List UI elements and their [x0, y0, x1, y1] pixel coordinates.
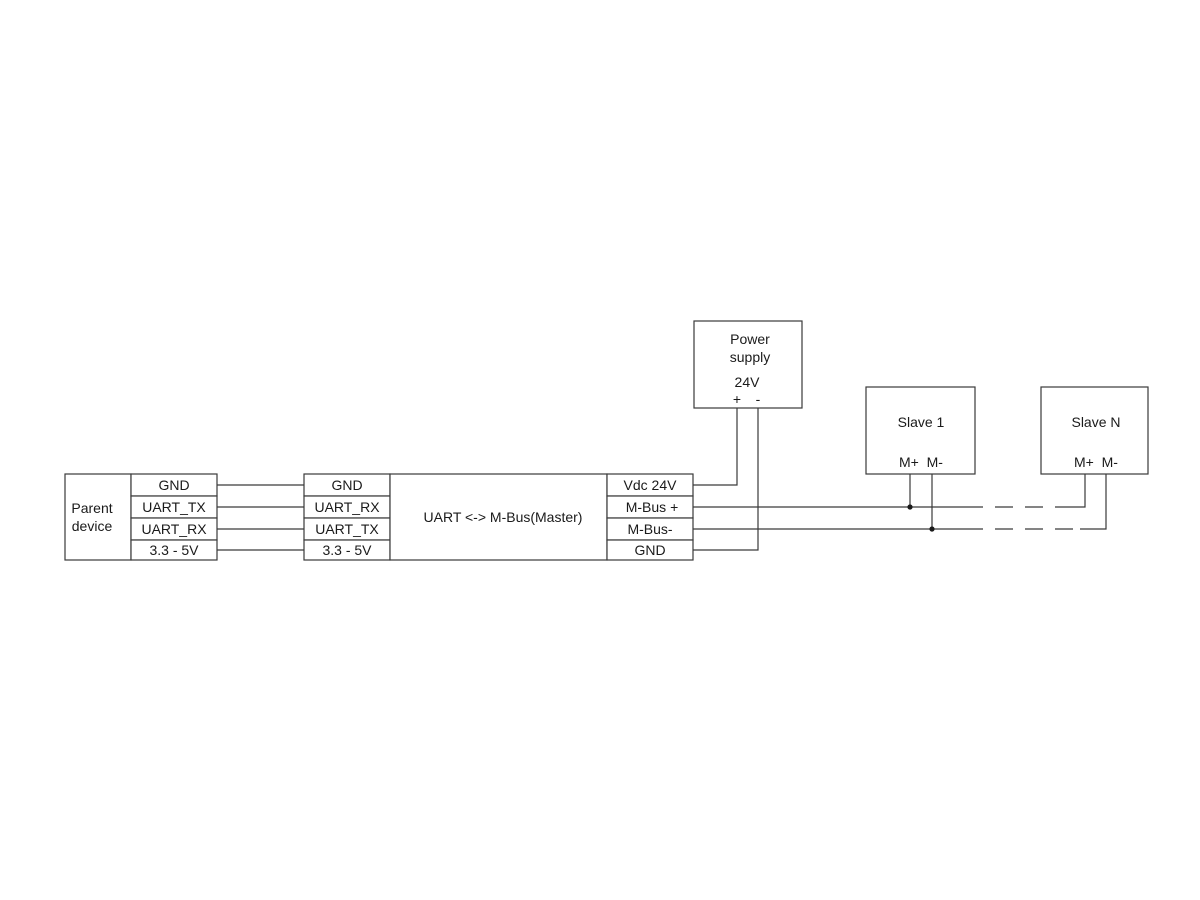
wire-power-gnd	[693, 408, 759, 551]
power-supply-label-line1: Power	[730, 331, 770, 347]
parent-pin-uart-tx: UART_TX	[142, 499, 206, 515]
power-supply-voltage: 24V	[735, 374, 761, 390]
slave-n-label: Slave N	[1071, 414, 1120, 430]
converter-pin-mbus-minus: M-Bus-	[627, 521, 672, 537]
power-supply-minus: -	[756, 391, 761, 407]
power-wires	[693, 408, 759, 551]
slave-1-label: Slave 1	[898, 414, 945, 430]
mbus-lines	[693, 474, 1107, 532]
slave-n-terminals: M+ M-	[1074, 454, 1118, 470]
converter-pin-uart-rx: UART_RX	[314, 499, 380, 515]
junction-dot	[929, 526, 935, 532]
mbus-plus-to-slave-n	[1066, 474, 1086, 508]
converter-pin-uart-tx: UART_TX	[315, 521, 379, 537]
converter-body	[389, 473, 608, 561]
converter-pin-mbus-plus: M-Bus +	[626, 499, 679, 515]
parent-pin-uart-rx: UART_RX	[141, 521, 207, 537]
wire-vdc-24v	[693, 408, 738, 486]
power-supply-body	[693, 320, 803, 409]
converter-pin-vdc: Vdc 24V	[624, 477, 678, 493]
slave-n-body	[1040, 386, 1149, 475]
slave-n: Slave N M+ M-	[1040, 386, 1149, 475]
mbus-minus-to-slave-n	[1080, 474, 1107, 530]
parent-device-label-line1: Parent	[71, 500, 112, 516]
power-supply-plus: +	[733, 391, 741, 407]
parent-pin-gnd: GND	[158, 477, 189, 493]
converter-pin-power: 3.3 - 5V	[322, 542, 372, 558]
parent-device-body	[64, 473, 132, 561]
power-supply-label-line2: supply	[730, 349, 770, 365]
slave-1-body	[865, 386, 976, 475]
parent-device: Parent device GND UART_TX UART_RX 3.3 - …	[64, 473, 218, 561]
converter-pin-gnd: GND	[331, 477, 362, 493]
uart-wires	[217, 484, 304, 551]
parent-pin-power: 3.3 - 5V	[149, 542, 199, 558]
slave-1: Slave 1 M+ M-	[865, 386, 976, 475]
converter: GND UART_RX UART_TX 3.3 - 5V UART <-> M-…	[303, 473, 694, 561]
converter-label: UART <-> M-Bus(Master)	[424, 509, 583, 525]
slave-1-terminals: M+ M-	[899, 454, 943, 470]
junction-dot	[907, 504, 913, 510]
power-supply: Power supply 24V + -	[693, 320, 803, 409]
parent-device-label-line2: device	[72, 518, 113, 534]
converter-pin-gnd-right: GND	[634, 542, 665, 558]
